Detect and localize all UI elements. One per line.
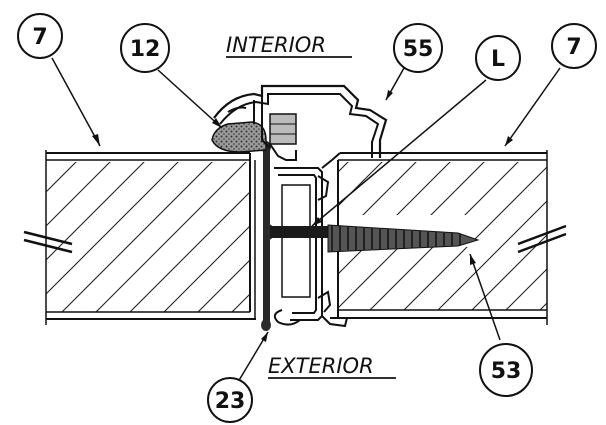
gasket-strip xyxy=(261,141,271,331)
svg-text:53: 53 xyxy=(491,359,522,384)
callout-55: 55 xyxy=(393,23,443,73)
svg-text:L: L xyxy=(491,47,505,72)
callout-23: 23 xyxy=(207,377,253,423)
joint-profile xyxy=(273,152,348,328)
svg-text:EXTERIOR: EXTERIOR xyxy=(268,354,374,378)
break-line-left xyxy=(23,230,73,254)
callout-53: 53 xyxy=(479,343,533,397)
svg-text:7: 7 xyxy=(566,35,581,60)
svg-text:7: 7 xyxy=(32,25,47,50)
leader-lines xyxy=(51,57,561,383)
sealant-bead xyxy=(211,121,267,153)
callout-7-left: 7 xyxy=(17,13,63,59)
svg-text:12: 12 xyxy=(130,37,161,62)
callout-7-right: 7 xyxy=(551,23,597,69)
svg-text:INTERIOR: INTERIOR xyxy=(226,33,326,57)
cover-trim xyxy=(213,84,388,161)
exterior-label: EXTERIOR xyxy=(268,354,396,379)
screw xyxy=(327,224,480,253)
left-wall-panel xyxy=(45,150,256,325)
break-line-right xyxy=(517,224,567,254)
interior-label: INTERIOR xyxy=(226,33,352,58)
svg-text:23: 23 xyxy=(215,389,246,414)
svg-text:55: 55 xyxy=(403,37,434,62)
fastener-plate xyxy=(266,222,328,242)
callout-12: 12 xyxy=(120,23,170,73)
callout-l: L xyxy=(475,35,521,81)
